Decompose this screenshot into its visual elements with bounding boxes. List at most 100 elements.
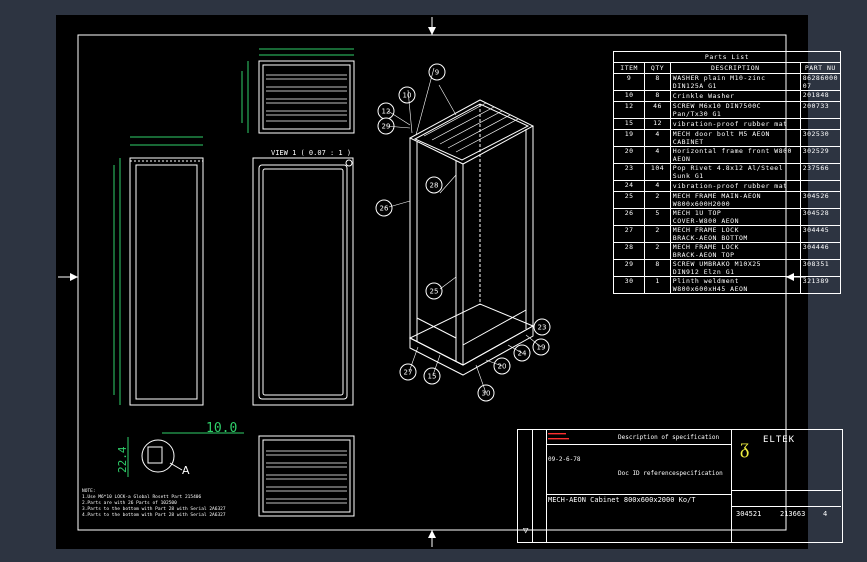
view-label: VIEW 1 ( 0.07 : 1 ) <box>271 149 351 157</box>
revision: 4 <box>823 510 828 518</box>
cell-qty: 8 <box>644 259 671 277</box>
description-line: DIN912 Elzn G1 <box>672 268 735 276</box>
description-line: AEON <box>672 155 691 163</box>
cell-item: 23 <box>612 163 646 181</box>
side-view <box>113 136 204 406</box>
notes-heading: NOTE: <box>82 489 96 494</box>
cell-item: 28 <box>612 242 646 260</box>
cell-item: 19 <box>612 129 646 147</box>
cell-part-number <box>799 180 842 192</box>
part-number-line: 201848 <box>802 91 830 100</box>
description-line: WASHER plain M10-zinc <box>672 74 766 83</box>
cell-item: 29 <box>612 259 646 277</box>
detail-dim-vertical: 22.4 <box>116 446 129 473</box>
document-number: 304521 <box>736 510 762 518</box>
balloon-circle <box>398 86 416 104</box>
cell-qty: 2 <box>644 225 671 243</box>
front-view <box>252 157 354 406</box>
cell-item: 20 <box>612 146 646 164</box>
isometric-cabinet <box>408 99 535 376</box>
description-line: BRACK-AEON BOTTOM <box>672 234 748 242</box>
balloon-number: 23 <box>538 324 547 332</box>
cell-item: 10 <box>612 90 646 102</box>
revision-triangle-icon: ▽ <box>523 526 529 536</box>
balloon-number: 19 <box>537 344 546 352</box>
part-number-line: 200733 <box>802 102 830 111</box>
description-line: COVER-W800 AEON <box>672 217 739 225</box>
cell-qty: 46 <box>644 101 671 119</box>
cell-qty: 12 <box>644 118 671 130</box>
part-number-line: 304446 <box>802 243 830 252</box>
balloon-number: 12 <box>382 108 391 116</box>
cell-qty: 8 <box>644 90 671 102</box>
cell-item: 12 <box>612 101 646 119</box>
note-line: 1.Use M6*10 LOCK-a Global Rosett Part 21… <box>82 495 202 500</box>
part-number-line: 86286000 <box>802 74 838 83</box>
cell-qty: 104 <box>644 163 671 181</box>
balloon-number: 10 <box>403 92 412 100</box>
balloon-circle <box>428 63 446 81</box>
cell-item: 9 <box>612 73 646 91</box>
description-line: MECH FRAME LOCK <box>672 243 739 252</box>
doc-reference: Doc ID referencespecification <box>618 470 723 477</box>
balloon-number: 30 <box>482 390 491 398</box>
balloon-number: 26 <box>380 205 389 213</box>
description-line: Pan/Tx30 G1 <box>672 110 722 118</box>
description-line: W800x600xH45 AEON <box>672 285 748 293</box>
balloon-circle <box>425 176 443 194</box>
title-block: ▬▬▬▬▬▬▬▬▬▬▬▬▬ Description of specificati… <box>517 429 843 543</box>
description-line: Pop Rivet 4.8x12 Al/Steel <box>672 164 784 173</box>
cell-qty: 2 <box>644 191 671 209</box>
drawing-number: 213663 <box>780 510 806 518</box>
description-line: SCREW UMBRAKO M10X25 <box>672 260 762 269</box>
cell-part-number: 302530 <box>799 129 842 147</box>
cell-part-number: 304528 <box>799 208 842 226</box>
cell-item: 24 <box>612 180 646 192</box>
part-number-line: 304526 <box>802 192 830 201</box>
col-qty: QTY <box>644 62 671 74</box>
cell-part-number: 304446 <box>799 242 842 260</box>
bottom-view <box>258 435 355 517</box>
description-line: MECH FRAME LOCK <box>672 226 739 235</box>
part-number-line: 07 <box>802 82 812 90</box>
description-line: CABINET <box>672 138 704 146</box>
description-line: Crinkle Washer <box>672 92 735 100</box>
description-line: SCREW M6x10 DIN7500C <box>672 102 762 111</box>
balloon-number: 28 <box>430 182 439 190</box>
balloon-number: 25 <box>430 288 439 296</box>
cell-item: 27 <box>612 225 646 243</box>
part-number-line: 304445 <box>802 226 830 235</box>
cell-part-number: 302529 <box>799 146 842 164</box>
note-line: 2.Parts are with 26 Parts of 102500 <box>82 501 177 506</box>
cell-qty: 8 <box>644 73 671 91</box>
description-line: DIN125A G1 <box>672 82 717 90</box>
description-line: Plinth weldment <box>672 277 739 286</box>
notes-block: NOTE: 1.Use M6*10 LOCK-a Global Rosett P… <box>82 489 226 519</box>
cell-part-number: 304445 <box>799 225 842 243</box>
cell-part-number: 321389 <box>799 276 842 294</box>
balloon-circle <box>399 363 417 381</box>
balloon-number: 24 <box>518 350 527 358</box>
leader-lines <box>385 67 542 394</box>
cell-part-number <box>799 118 842 130</box>
balloon-circle <box>425 282 443 300</box>
balloon-number: 20 <box>498 363 507 371</box>
part-number-line: 302529 <box>802 147 830 156</box>
red-stamp-text: ▬▬▬▬▬▬▬▬▬▬▬▬▬ <box>548 431 570 442</box>
